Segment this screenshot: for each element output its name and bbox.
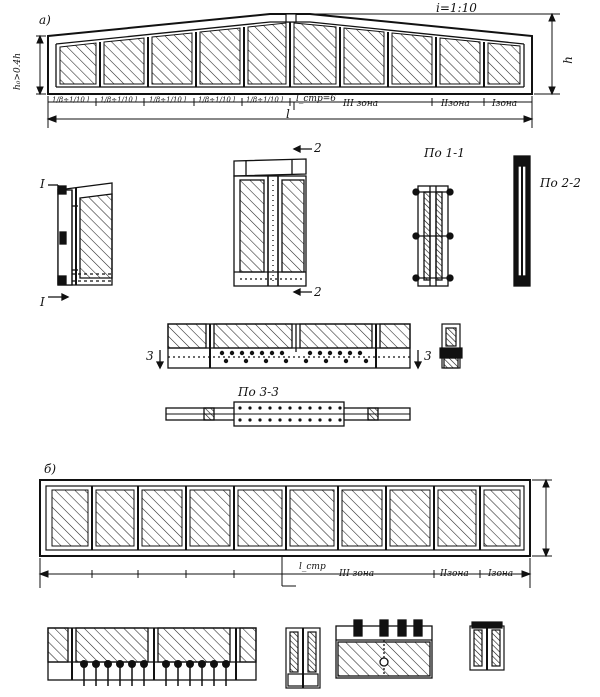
dim-b-segments: [38, 556, 532, 588]
bottom-section-b: [335, 619, 433, 679]
dim-b-height: [532, 478, 552, 558]
girder-b-stiffeners: [91, 486, 481, 550]
segment-label-1: 1/8÷1/10 l: [52, 96, 90, 104]
zone-2-label-b: IIзона: [440, 569, 469, 579]
zone-1-label-b: Iзона: [488, 569, 514, 579]
section-2-2: [513, 155, 531, 287]
dim-h: [300, 12, 560, 96]
segment-label-2: 1/8÷1/10 l: [100, 96, 138, 104]
splice-bolts: [219, 350, 369, 364]
mid-stiffener-detail: [233, 144, 312, 297]
figure-b-label: б): [44, 462, 57, 476]
bottom-section-c: [469, 621, 505, 671]
splice-joint-detail: [155, 323, 423, 370]
parallel-girder-elevation: [38, 478, 552, 588]
bottom-joint-detail: [47, 627, 257, 686]
segment-label-4: 1/8÷1/10 l: [198, 96, 236, 104]
bottom-section-a: [285, 627, 321, 689]
dim-span: [46, 115, 534, 123]
h0-label: h₀>0.4h: [13, 52, 23, 90]
zone-3-label-b: III зона: [339, 569, 375, 579]
end-support-detail: [48, 182, 113, 302]
slope-label: i=1:10: [436, 1, 477, 15]
zone-3-label-a: III зона: [343, 99, 379, 109]
girder-stiffeners: [99, 22, 485, 87]
section-3-3-bolts: [238, 406, 342, 422]
segment-label-5: 1/8÷1/10 l: [246, 96, 284, 104]
section-1-bottom-label: I: [40, 295, 45, 309]
dim-segments: [47, 96, 533, 128]
section-1-1: [412, 185, 454, 287]
span-label: l: [286, 107, 290, 121]
girder-panels: [59, 22, 521, 85]
figure-a-label: а): [39, 13, 51, 27]
section-2-bottom-label: 2: [314, 285, 322, 299]
section-2-top-label: 2: [314, 141, 322, 155]
segment-label-3: 1/8÷1/10 l: [149, 96, 187, 104]
section-3-right-label: 3: [424, 349, 432, 363]
lstr-label-b: l_стр: [299, 562, 326, 572]
dim-h0: [36, 34, 46, 96]
joint-end-section: [439, 323, 463, 369]
h-label: h: [560, 56, 575, 64]
lstr-label-a: l_стр=6: [296, 94, 336, 104]
section-1-1-title: По 1-1: [424, 146, 465, 160]
section-1-top-label: I: [40, 177, 45, 191]
zone-1-label-a: Iзона: [492, 99, 518, 109]
girder-outline: [47, 13, 533, 95]
section-3-3: [165, 401, 411, 427]
section-3-left-label: 3: [146, 349, 154, 363]
gable-girder-elevation: [36, 12, 560, 128]
girder-b-outline: [39, 479, 531, 557]
section-2-2-title: По 2-2: [540, 176, 581, 190]
girder-b-panels: [51, 489, 521, 547]
ridge-block: [285, 13, 297, 23]
section-3-3-title: По 3-3: [238, 385, 279, 399]
zone-2-label-a: IIзона: [441, 99, 470, 109]
